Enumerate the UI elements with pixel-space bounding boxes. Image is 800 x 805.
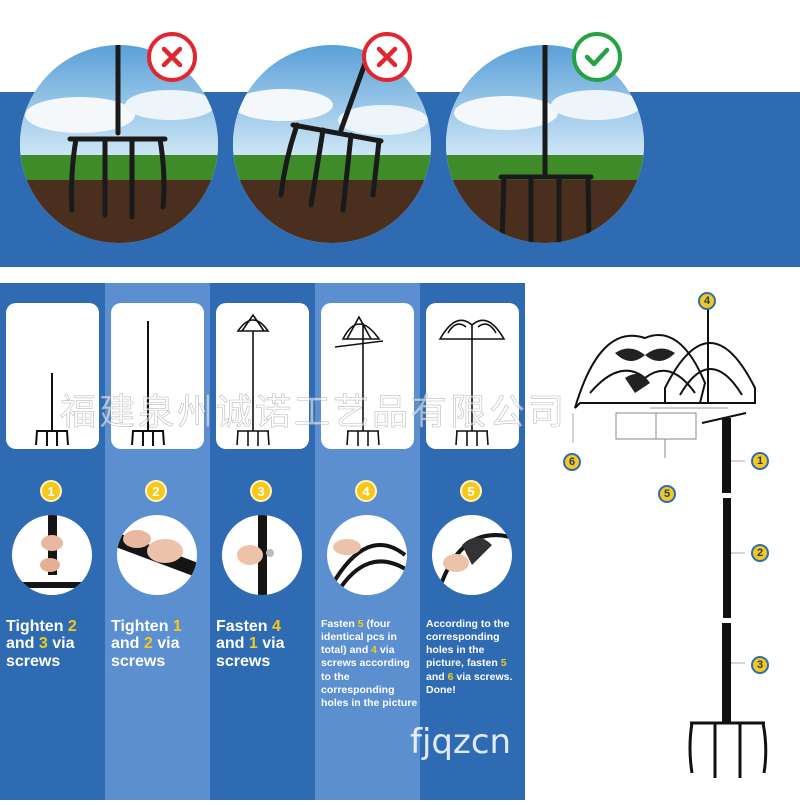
step-1-diagram [6,303,99,449]
step-1-photo [12,515,92,595]
step-column-4: 4 Fasten 5 (four identical pcs in total)… [315,283,420,800]
x-mark-icon [147,32,197,82]
part-label-1: 1 [751,452,769,470]
part-label-3: 3 [751,656,769,674]
step-4-instruction: Fasten 5 (four identical pcs in total) a… [321,618,418,709]
step-1-instruction: Tighten 2 and 3 via screws [6,618,77,670]
step-number-badge: 3 [250,480,272,502]
step-2-photo [117,515,197,595]
step-2-diagram [111,303,204,449]
x-mark-icon [362,32,412,82]
step-number-badge: 1 [40,480,62,502]
step-5-instruction: According to the corresponding holes in … [426,618,513,696]
check-mark-icon [572,32,622,82]
step-4-diagram [321,303,414,449]
step-number-badge: 2 [145,480,167,502]
part-label-6: 6 [563,453,581,471]
step-number-badge: 4 [355,480,377,502]
step-column-2: 2 Tighten 1 and 2 via screws [105,283,210,800]
step-column-5: 5 According to the corresponding holes i… [420,283,525,800]
part-label-4: 4 [698,292,716,310]
parts-diagram: 4 6 1 5 2 3 [530,283,800,800]
footer-watermark: fjqzcn [410,722,512,762]
step-3-diagram [216,303,309,449]
step-4-photo [327,515,407,595]
assembly-steps: 1 Tighten 2 and 3 via screws 2 Tighten 1… [0,283,526,800]
company-watermark: 福建泉州诚诺工艺品有限公司 [60,392,568,434]
step-column-3: 3 Fasten 4 and 1 via screws [210,283,315,800]
correct-insertion-photo [446,45,644,243]
step-5-photo [432,515,512,595]
step-2-instruction: Tighten 1 and 2 via screws [111,618,182,670]
step-column-1: 1 Tighten 2 and 3 via screws [0,283,105,800]
step-3-photo [222,515,302,595]
step-3-instruction: Fasten 4 and 1 via screws [216,618,285,670]
step-5-diagram [426,303,519,449]
part-label-2: 2 [751,544,769,562]
step-number-badge: 5 [460,480,482,502]
part-label-5: 5 [658,485,676,503]
